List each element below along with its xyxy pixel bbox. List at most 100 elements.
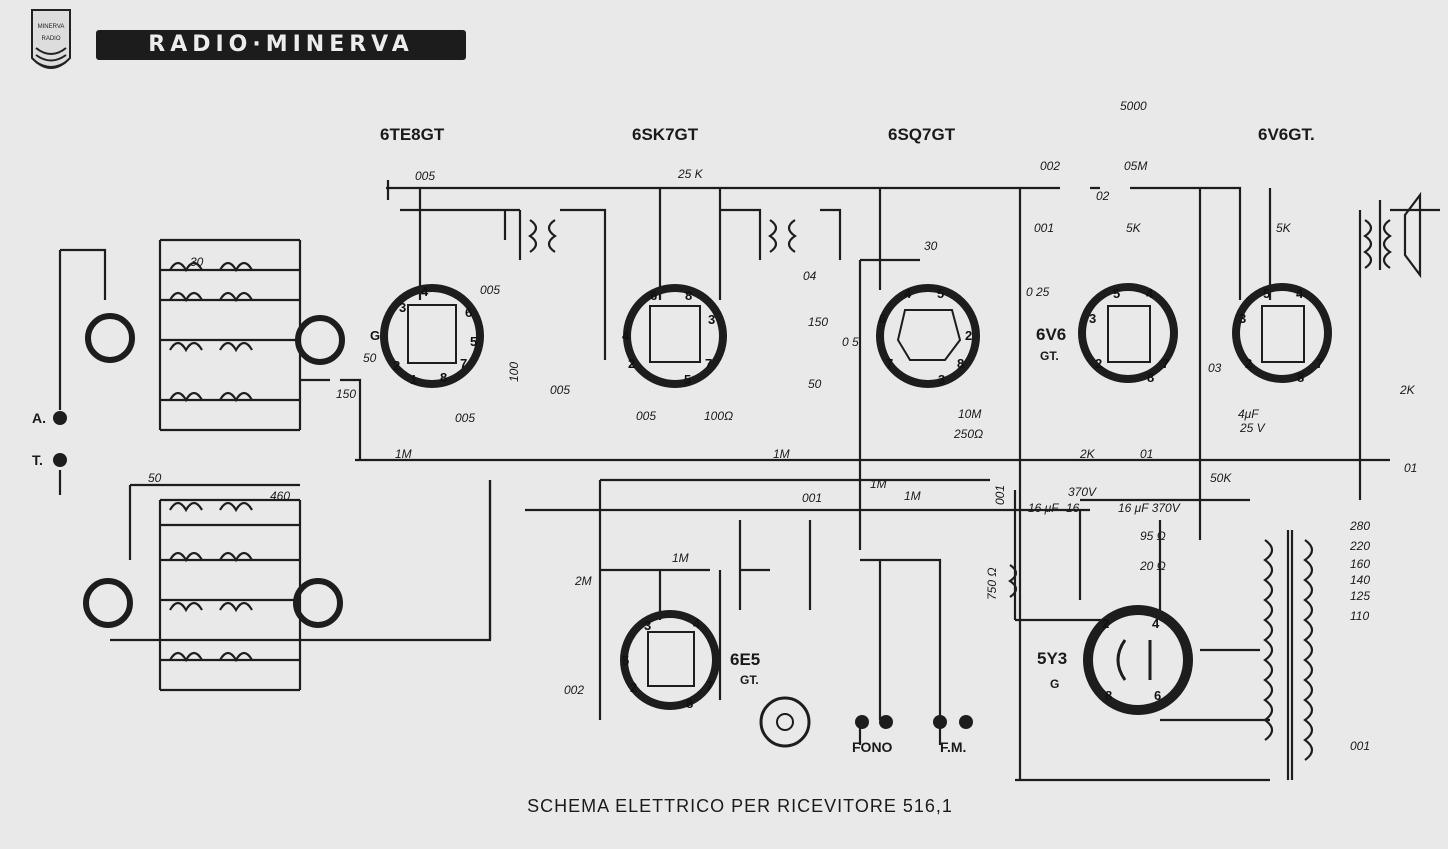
phono-jack-icon [855,715,869,729]
value-label: 50 [808,377,822,391]
value-label: 150 [808,315,828,329]
pin-label: 8 [440,370,447,385]
value-label: 250Ω [953,427,983,441]
value-label: 2K [1079,447,1096,461]
mains-tap-labels: 280 220 160 140 125 110 [1349,519,1370,623]
value-label: 0 5 [842,335,859,349]
value-label: 1M [904,489,921,503]
value-label: 001 [993,485,1007,505]
tube-6sk7gt: 6 8 3 4 2 7 5 [622,284,727,388]
pin-label: 6 [1154,688,1161,703]
value-label: 1M [870,477,887,491]
pin-label: 4 [1296,286,1304,301]
value-label: 50K [1210,471,1232,485]
pin-label: 2 [1095,356,1102,371]
pin-label: 8 [957,356,964,371]
value-label: 001 [1350,739,1370,753]
value-label: 002 [564,683,584,697]
value-label: 50 [148,471,162,485]
tube-sublabel-6e5: GT. [740,673,759,687]
tap-label: 280 [1349,519,1370,533]
band-switch-icons [83,313,345,628]
phono-label: FONO [852,739,893,755]
pin-label: 8 [1297,370,1304,385]
pin-label: 4 [904,286,912,301]
value-label: 0 25 [1026,285,1050,299]
tube-6sq7gt: 4 5 6 2 7 8 3 [876,284,980,388]
value-label: 1M [672,551,689,565]
tube-6e5gt: 3 4 5 2 7 8 [620,610,720,711]
pin-label: 7 [886,356,893,371]
value-label: 750 Ω [985,568,999,600]
value-label: 001 [802,491,822,505]
tube-label-6v6gt-left: 6V6 [1036,325,1066,344]
value-label: 20 Ω [1139,559,1166,573]
phono-jack-icon [879,715,893,729]
value-label: 150 [336,387,356,401]
pin-label: 3 [1239,311,1246,326]
value-label: 50 [363,351,377,365]
value-label: 2M [574,574,592,588]
pin-label: 4 [622,328,630,343]
fm-label: F.M. [940,739,966,755]
tube-label-6v6gt-right: 6V6GT. [1258,125,1315,144]
octal-socket-icon [759,696,811,748]
pin-label: 5 [937,286,944,301]
pin-label: 5 [1263,286,1270,301]
antenna-label: A. [32,410,46,426]
pin-label: 3 [399,300,406,315]
speaker-icon [1403,191,1422,279]
value-label: 1M [395,447,412,461]
logo-text-1: MINERVA [38,24,65,30]
pin-label: 7 [460,356,467,371]
pin-label: 4 [1152,616,1160,631]
component-labels: 005 25 K 005 100 30 150 50 005 1M 1M 04 … [148,99,1417,753]
pin-label: 6 [465,305,472,320]
pin-label: 8 [1105,688,1112,703]
value-label: 16 μF [1028,501,1059,515]
value-label: 30 [190,255,204,269]
value-label: 10M [958,407,981,421]
value-label: 05M [1124,159,1147,173]
value-label: 01 [1404,461,1417,475]
value-label: 02 [1096,189,1110,203]
ground-terminal-icon [53,453,67,467]
pin-label: 6 [879,311,886,326]
value-label: 005 [455,411,475,425]
antenna-terminal-icon [53,411,67,425]
value-label: 25 K [677,167,704,181]
value-label: 1M [773,447,790,461]
pin-label: 3 [1089,311,1096,326]
value-label: 370V [1068,485,1097,499]
pin-label: 2 [965,328,972,343]
pin-label: 8 [686,696,693,711]
brand-banner: RADIO·MINERVA [96,30,466,60]
value-label: 16 μF 370V [1118,501,1181,515]
pin-label: 4 [1146,286,1154,301]
tube-label-6e5: 6E5 [730,650,760,669]
value-label: 5000 [1120,99,1147,113]
pin-label: 5 [622,653,629,668]
value-label: 25 V [1239,421,1266,435]
pin-label: 2 [1102,616,1109,631]
tube-label-5y3: 5Y3 [1037,649,1067,668]
tap-label: 140 [1350,573,1370,587]
terminals: A. T. FONO F.M. [32,410,973,755]
tube-sublabel-6v6: GT. [1040,349,1059,363]
tap-label: 220 [1349,539,1370,553]
pin-label: 8 [1147,370,1154,385]
value-label: 005 [636,409,656,423]
pin-label: 2 [393,358,400,373]
pin-label: 8 [685,288,692,303]
ground-label: T. [32,452,43,468]
value-label: 4μF [1238,407,1259,421]
value-label: 005 [550,383,570,397]
value-label: 95 Ω [1140,529,1166,543]
coil-groups [169,219,1392,780]
minerva-logo: MINERVA RADIO [31,9,71,69]
value-label: 5K [1126,221,1142,235]
pin-label: 3 [644,618,651,633]
value-label: 2K [1399,383,1416,397]
tube-label-6te8gt: 6TE8GT [380,125,445,144]
